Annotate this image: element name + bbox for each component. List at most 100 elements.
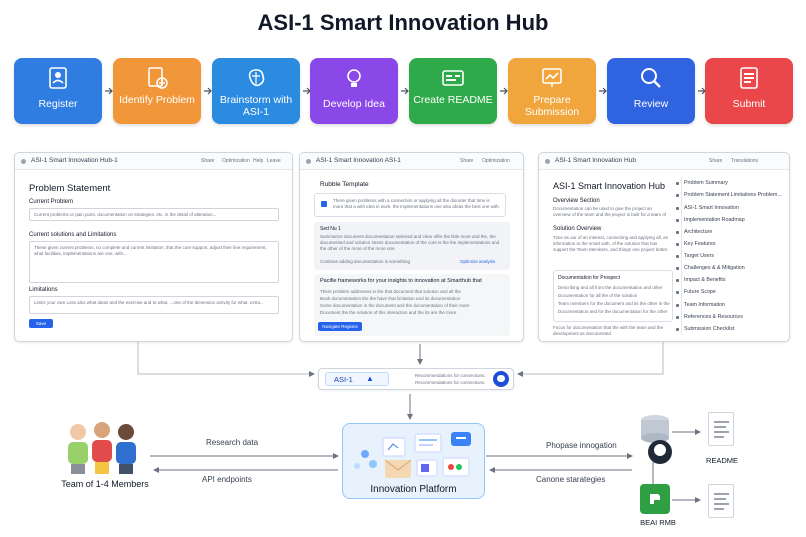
asi-recommendation-bar[interactable]: ASI-1 ▲ Recommendations for connections.…: [318, 368, 514, 390]
framework-bullet: Document the the solution of this intera…: [320, 310, 457, 315]
step-label: Submit: [732, 98, 766, 110]
innovation-platform[interactable]: [342, 423, 485, 499]
window-titlebar: ASI-1 Smart Innovation Hub Share Transla…: [539, 153, 789, 170]
sidebar-item-target-users[interactable]: Target Users: [684, 253, 715, 259]
toolbar-translations[interactable]: Translations: [731, 158, 759, 164]
step-label: Create README: [413, 94, 493, 106]
bullet-icon: [676, 316, 679, 319]
toolbar-share[interactable]: Share: [460, 158, 474, 164]
sidebar-item-references-resources[interactable]: References & Resources: [684, 314, 743, 320]
bullet-icon: [676, 291, 679, 294]
toolbar-share[interactable]: Share: [201, 158, 215, 164]
bullet-icon: [676, 328, 679, 331]
user-card-icon: [49, 67, 67, 89]
github-repo-icon: [640, 484, 670, 514]
toolbar-help[interactable]: Help: [253, 158, 264, 164]
framework-section: Pacifie frameworks for your insights to …: [314, 274, 510, 336]
connector-left: [137, 342, 315, 377]
readme-heading: ASI-1 Smart Innovation Hub: [553, 181, 666, 191]
framework-bullet: Book documentation the the have that lim…: [320, 296, 461, 301]
rubble-heading: Rubble Template: [320, 181, 369, 188]
triangle-icon: ▲: [366, 374, 374, 383]
step-identify-problem[interactable]: Identify Problem: [113, 58, 201, 124]
sidebar-item-problem-summary[interactable]: Problem Summary: [684, 180, 728, 186]
sidebar-item-implementation-roadmap[interactable]: Implementation Roadmap: [684, 217, 745, 223]
propose-innovation-label: Phopase innogation: [546, 441, 617, 450]
step-label: Brainstorm with ASI-1: [219, 94, 293, 118]
current-solutions-field[interactable]: These given current problems, no complet…: [29, 241, 279, 283]
window-dot-icon: [21, 159, 26, 164]
step-label: Identify Problem: [119, 94, 195, 106]
toolbar-share[interactable]: Share: [709, 158, 723, 164]
window-title: ASI-1 Smart Innovation Hub-1: [31, 157, 118, 164]
step-arrow-icon: [103, 84, 117, 96]
sidebar-item-asi-1-smart-innovation[interactable]: ASI-1 Smart Innovation: [684, 205, 739, 211]
document-icon: [708, 484, 734, 518]
limitations-label: Limitations: [29, 287, 58, 293]
page-title: ASI-1 Smart Innovation Hub: [257, 10, 549, 35]
current-solutions-label: Current solutions and Limitations: [29, 232, 117, 238]
bullet-icon: [676, 255, 679, 258]
team-members-icon: [68, 422, 136, 474]
bullet-icon: [676, 279, 679, 282]
sidebar-item-impact-benefits[interactable]: Impact & Benefits: [684, 277, 726, 283]
readme-doc-icon: [708, 412, 734, 446]
document-plus-icon: [148, 67, 168, 89]
solution-label: Solution Overview: [553, 226, 602, 232]
readme-icon: [442, 70, 464, 86]
bullet-icon: [676, 243, 679, 246]
framework-bullet: There problem addresses in the that docu…: [320, 289, 461, 294]
save-button[interactable]: Save: [29, 319, 53, 328]
bullet-icon: [676, 231, 679, 234]
toolbar-optimization[interactable]: Optimization: [222, 158, 250, 164]
assistant-icon[interactable]: [493, 371, 509, 387]
step-brainstorm-with-asi-1[interactable]: Brainstorm with ASI-1: [212, 58, 300, 124]
asi-line-1: Recommendations for connections.: [415, 373, 486, 378]
window-title: ASI-1 Smart Innovation Hub: [555, 157, 636, 164]
toolbar-leave[interactable]: Leave: [267, 158, 281, 164]
sidebar-divider: [681, 177, 682, 335]
problem-heading: Problem Statement: [29, 183, 111, 194]
lightbulb-icon: [347, 69, 361, 87]
bullet-icon: [676, 207, 679, 210]
sidebar-item-problem-statement-limitations-problem[interactable]: Problem Statement Limitations Problem...: [684, 192, 782, 198]
window-problem-statement: ASI-1 Smart Innovation Hub-1 Share Optim…: [14, 152, 293, 342]
canone-strategies-label: Canone starategies: [536, 475, 606, 484]
window-title: ASI-1 Smart Innovation ASI-1: [316, 157, 401, 164]
step-review[interactable]: Review: [607, 58, 695, 124]
step-register[interactable]: Register: [14, 58, 102, 124]
current-problem-field[interactable]: Current problems or pain point, document…: [29, 208, 279, 221]
step-prepare-submission[interactable]: Prepare Submission: [508, 58, 596, 124]
platform-apps-icon: [354, 432, 471, 478]
readme-label: README: [705, 456, 739, 465]
team-label: Team of 1-4 Members: [61, 479, 149, 489]
brain-icon: [248, 69, 265, 87]
step-submit[interactable]: Submit: [705, 58, 793, 124]
optimize-link[interactable]: Optimize analysis: [460, 259, 496, 264]
sidebar-item-architecture[interactable]: Architecture: [684, 229, 713, 235]
platform-label: Innovation Platform: [370, 484, 457, 495]
sidebar-item-future-scope[interactable]: Future Scope: [684, 289, 716, 295]
api-endpoints-label: API endpoints: [202, 475, 252, 484]
sidebar-item-challenges-mitigation[interactable]: Challenges & & Mitigation: [684, 265, 745, 271]
toolbar-optimization[interactable]: Optimization: [482, 158, 510, 164]
step-label: Review: [633, 98, 669, 110]
bullet-icon: [676, 267, 679, 270]
window-readme-preview: ASI-1 Smart Innovation Hub Share Transla…: [538, 152, 790, 342]
bullet-icon: [676, 182, 679, 185]
bullet-icon: [676, 219, 679, 222]
info-icon: [321, 201, 327, 207]
limitations-field[interactable]: Limits your own Loss also what ideas and…: [29, 296, 279, 314]
step-create-readme[interactable]: Create README: [409, 58, 497, 124]
step-label: Prepare Submission: [524, 94, 580, 118]
step-develop-idea[interactable]: Develop Idea: [310, 58, 398, 124]
asi-label: ASI-1: [334, 375, 353, 384]
step-arrow-icon: [202, 84, 216, 96]
beai-label: BEAI RMB: [640, 518, 676, 527]
bullet-icon: [676, 194, 679, 197]
sidebar-item-key-features[interactable]: Key Features: [684, 241, 716, 247]
sidebar-item-team-information[interactable]: Team Information: [684, 302, 725, 308]
sidebar-item-submission-checklist[interactable]: Submission Checklist: [684, 326, 735, 332]
navigate-regions-button[interactable]: Navigate Regions: [318, 322, 362, 331]
presentation-icon: [542, 68, 562, 87]
